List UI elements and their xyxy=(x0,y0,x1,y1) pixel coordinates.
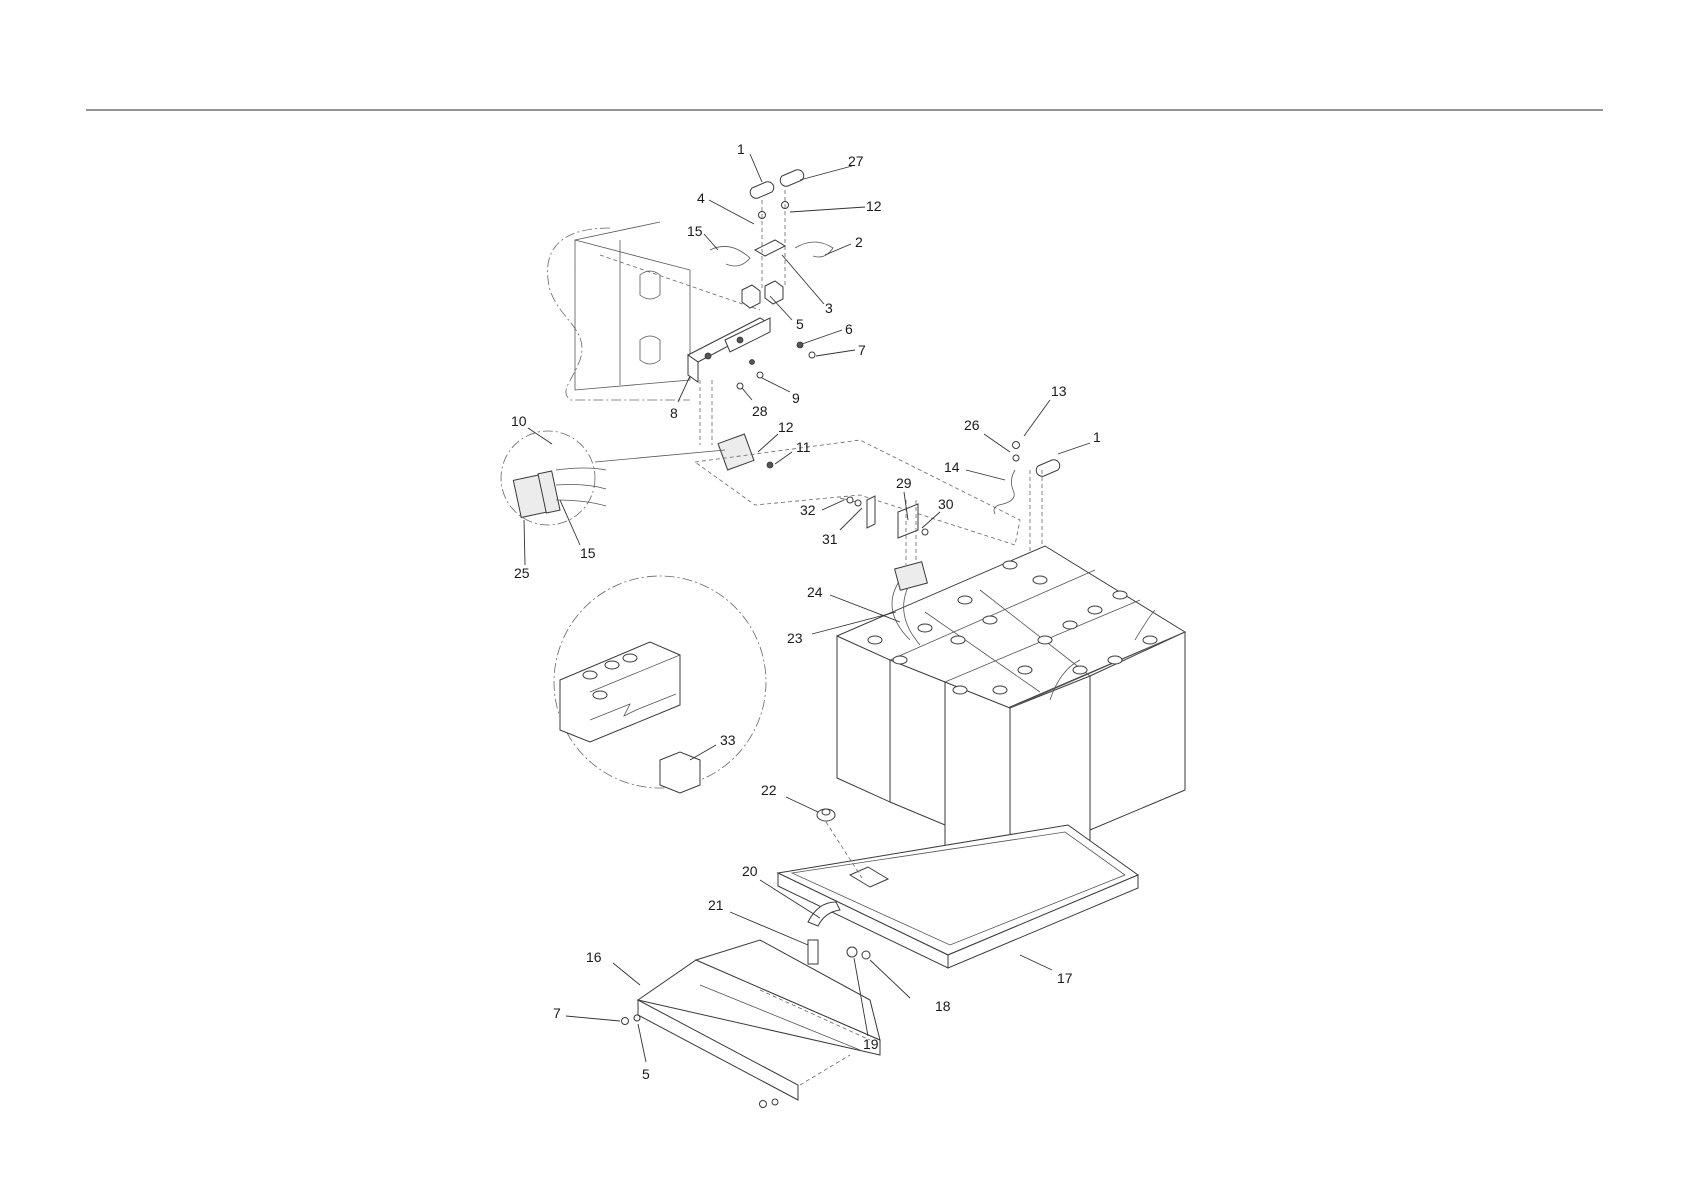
callout-27: 27 xyxy=(848,153,864,169)
battery-tray xyxy=(778,825,1138,968)
callout-32: 32 xyxy=(800,502,816,518)
bracket-hardware xyxy=(737,342,815,389)
detail-bubble-battery xyxy=(554,576,766,793)
battery-top-envelope xyxy=(695,440,1020,545)
callout-8: 8 xyxy=(670,405,678,421)
callout-31: 31 xyxy=(822,531,838,547)
callout-4: 4 xyxy=(697,190,705,206)
callout-29: 29 xyxy=(896,475,912,491)
callout-5-top: 5 xyxy=(796,316,804,332)
callout-1-top: 1 xyxy=(737,141,745,157)
callout-6: 6 xyxy=(845,321,853,337)
callout-7-top: 7 xyxy=(858,342,866,358)
callout-23: 23 xyxy=(787,630,803,646)
callout-2: 2 xyxy=(855,234,863,250)
callout-1-right: 1 xyxy=(1093,429,1101,445)
battery-pack xyxy=(837,546,1185,870)
mid-hardware xyxy=(840,496,928,565)
callout-12-mid: 12 xyxy=(778,419,794,435)
callout-15-mid: 15 xyxy=(580,545,596,561)
bottom-cover xyxy=(622,940,881,1108)
callout-16: 16 xyxy=(586,949,602,965)
detail-bubble-bracket xyxy=(548,222,761,400)
detail-bubble-connector xyxy=(501,431,725,525)
callout-11: 11 xyxy=(796,439,811,455)
callout-25: 25 xyxy=(514,565,530,581)
callout-12-top: 12 xyxy=(866,198,882,214)
callout-22: 22 xyxy=(761,782,777,798)
callout-3: 3 xyxy=(825,300,833,316)
callout-28: 28 xyxy=(752,403,768,419)
callout-21: 21 xyxy=(708,897,724,913)
callout-30: 30 xyxy=(938,496,954,512)
top-terminals xyxy=(750,170,804,290)
callout-15-top: 15 xyxy=(687,223,703,239)
callout-18: 18 xyxy=(935,998,951,1014)
callout-7-bottom: 7 xyxy=(553,1005,561,1021)
upper-connector xyxy=(700,380,773,470)
callout-9: 9 xyxy=(792,390,800,406)
callout-17: 17 xyxy=(1057,970,1073,986)
callout-13: 13 xyxy=(1051,383,1067,399)
callout-26: 26 xyxy=(964,417,980,433)
callout-33: 33 xyxy=(720,732,736,748)
callout-24: 24 xyxy=(807,584,823,600)
callout-5-bottom: 5 xyxy=(642,1066,650,1082)
fuse-holder xyxy=(742,240,785,308)
callout-19: 19 xyxy=(863,1036,879,1052)
callout-20: 20 xyxy=(742,863,758,879)
callout-14: 14 xyxy=(944,459,960,475)
callout-10: 10 xyxy=(511,413,527,429)
